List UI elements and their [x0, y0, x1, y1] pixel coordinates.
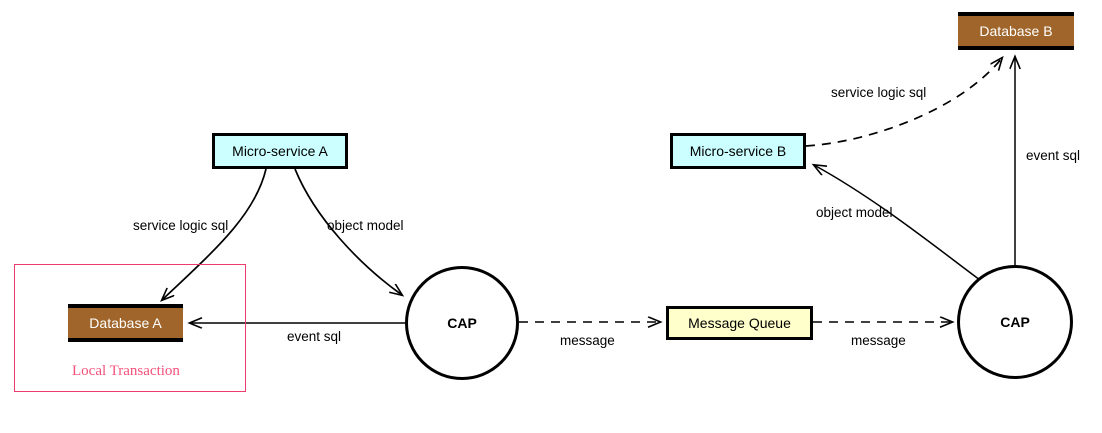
node-database-b-label: Database B	[979, 23, 1053, 39]
edge-label-mq-to-cap: message	[851, 333, 906, 348]
node-micro-service-a-label: Micro-service A	[232, 143, 328, 159]
node-cap-left[interactable]: CAP	[405, 266, 519, 380]
node-message-queue[interactable]: Message Queue	[666, 306, 813, 340]
node-micro-service-b[interactable]: Micro-service B	[670, 133, 806, 169]
edge-cap-to-msb	[814, 165, 981, 281]
local-transaction-label: Local Transaction	[72, 363, 180, 379]
node-database-a[interactable]: Database A	[68, 304, 183, 342]
node-message-queue-label: Message Queue	[688, 315, 791, 331]
node-database-b[interactable]: Database B	[958, 12, 1074, 50]
edge-label-msa-to-cap: object model	[327, 218, 404, 233]
edge-label-cap-to-dba: event sql	[287, 329, 342, 344]
edge-label-msb-to-dbb: service logic sql	[831, 85, 927, 100]
node-cap-left-label: CAP	[447, 315, 477, 331]
node-database-a-label: Database A	[89, 315, 162, 331]
edge-msa-to-dba	[162, 168, 267, 300]
node-micro-service-a[interactable]: Micro-service A	[212, 133, 348, 169]
node-cap-right-label: CAP	[1000, 314, 1030, 330]
edge-label-msa-to-dba: service logic sql	[133, 218, 229, 233]
node-micro-service-b-label: Micro-service B	[689, 143, 787, 159]
edge-label-cap-to-msb: object model	[816, 205, 893, 220]
node-cap-right[interactable]: CAP	[957, 265, 1073, 379]
edge-label-cap-to-mq: message	[560, 333, 615, 348]
edge-msb-to-dbb	[805, 58, 1002, 147]
local-transaction-group	[14, 264, 246, 392]
edge-label-cap-to-dbb: event sql	[1026, 148, 1081, 163]
edge-msa-to-cap	[294, 168, 402, 295]
